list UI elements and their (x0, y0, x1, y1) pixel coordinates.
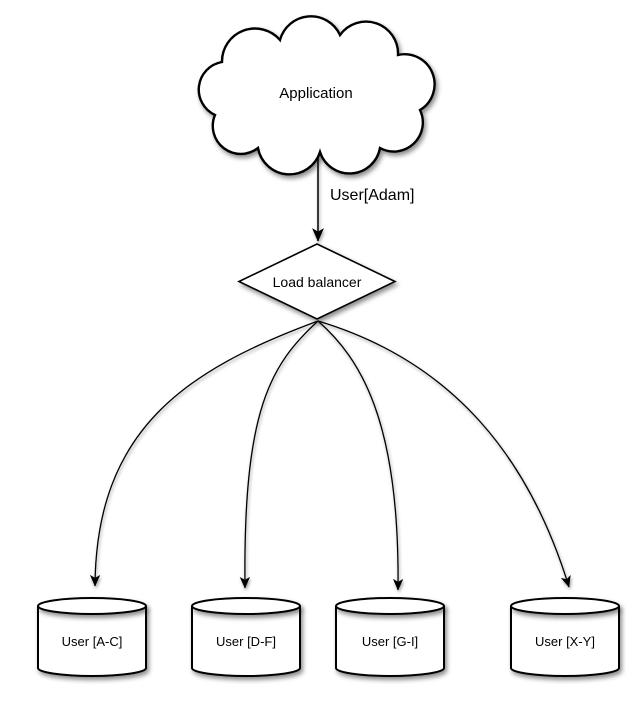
load-balancer-label: Load balancer (273, 274, 362, 290)
shard-db-g-i: User [G-I] (335, 597, 445, 677)
shard-label-g-i: User [G-I] (362, 634, 418, 649)
arrow-lb-to-shard-d-f (239, 320, 319, 589)
arrow-lb-to-shard-g-i (317, 320, 404, 591)
shard-label-d-f: User [D-F] (216, 634, 276, 649)
arrow-lb-to-shard-x-y (317, 320, 571, 588)
arrow-lb-to-shard-a-c (89, 320, 319, 587)
cylinder-top (510, 597, 620, 615)
shard-db-d-f: User [D-F] (191, 597, 301, 677)
cylinder-icon (37, 606, 147, 677)
diamond-icon (237, 243, 397, 320)
cloud-icon (197, 15, 436, 176)
load-balancer-node: Load balancer (237, 243, 397, 320)
cylinder-icon (191, 606, 301, 677)
cylinder-top (335, 597, 445, 615)
request-edge-label: User[Adam] (330, 187, 414, 204)
cylinder-top (191, 597, 301, 615)
cylinder-top (37, 597, 147, 615)
shard-label-a-c: User [A-C] (62, 634, 123, 649)
shard-label-x-y: User [X-Y] (535, 634, 595, 649)
edges (89, 155, 571, 591)
cylinder-icon (510, 606, 620, 677)
cylinder-icon (335, 606, 445, 677)
shard-db-x-y: User [X-Y] (510, 597, 620, 677)
application-node: Application (197, 15, 436, 176)
shard-db-a-c: User [A-C] (37, 597, 147, 677)
application-label: Application (279, 85, 352, 102)
